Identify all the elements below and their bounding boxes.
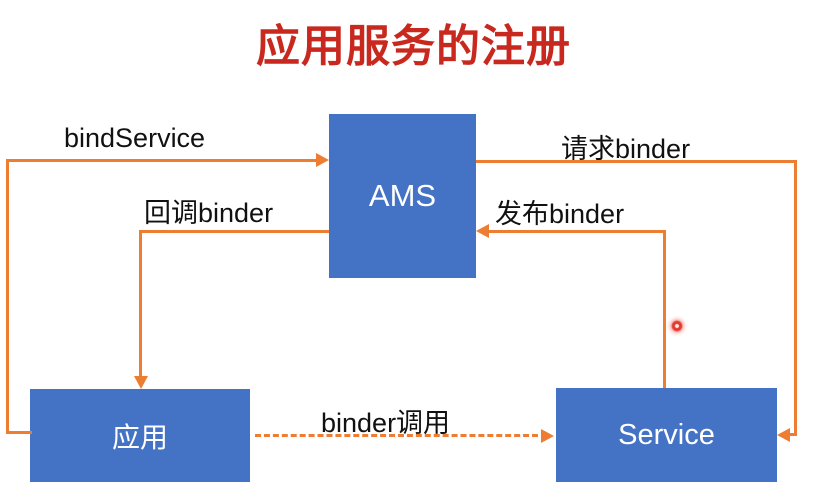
line-segment bbox=[6, 431, 32, 434]
arrowhead-icon bbox=[134, 376, 148, 389]
node-service-label: Service bbox=[618, 418, 715, 451]
line-segment bbox=[476, 160, 797, 163]
edge-label-publish-binder: 发布binder bbox=[495, 199, 625, 229]
line-segment bbox=[663, 230, 666, 388]
arrowhead-icon bbox=[777, 428, 790, 442]
laser-pointer-dot bbox=[666, 315, 688, 337]
node-service: Service bbox=[556, 388, 777, 482]
edge-label-callback-binder: 回调binder bbox=[144, 198, 274, 228]
line-segment bbox=[6, 159, 9, 434]
line-segment bbox=[789, 433, 797, 436]
node-ams-label: AMS bbox=[368, 178, 437, 213]
edge-label-binder-call: binder调用 bbox=[321, 408, 451, 438]
line-segment bbox=[140, 230, 329, 233]
arrowhead-icon bbox=[541, 429, 554, 443]
arrowhead-icon bbox=[476, 224, 489, 238]
page-title: 应用服务的注册 bbox=[256, 22, 571, 71]
edge-label-bindservice: bindService bbox=[64, 123, 206, 153]
line-segment bbox=[6, 159, 316, 162]
edge-label-request-binder: 请求binder bbox=[561, 134, 691, 164]
dashed-line-segment bbox=[255, 434, 538, 437]
arrowhead-icon bbox=[316, 153, 329, 167]
node-ams: AMS bbox=[329, 114, 476, 278]
node-app-label: 应用 bbox=[111, 421, 168, 453]
line-segment bbox=[794, 160, 797, 434]
line-segment bbox=[489, 230, 666, 233]
line-segment bbox=[139, 230, 142, 377]
node-app: 应用 bbox=[30, 389, 250, 482]
